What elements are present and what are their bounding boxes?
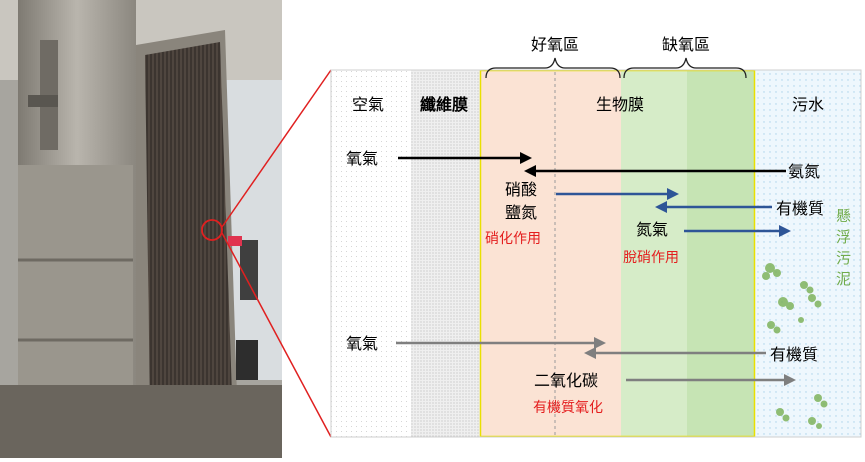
wastewater-zone xyxy=(755,70,861,437)
callout-lines xyxy=(221,69,332,438)
ammonia-label: 氨氮 xyxy=(788,162,820,181)
reactor-photo xyxy=(0,0,282,458)
oxygen-label-top: 氧氣 xyxy=(346,149,378,168)
organic-matter-label-top: 有機質 xyxy=(776,199,824,218)
diagram-labels: 好氧區 缺氧區 空氣 纖維膜 生物膜 污水 氧氣 氨氮 硝酸 鹽氮 有機質 硝化… xyxy=(346,35,852,416)
anoxic-brace xyxy=(623,57,747,79)
wastewater-column-label: 污水 xyxy=(792,95,824,114)
aerobic-brace xyxy=(485,57,621,79)
anoxic-zone-inner xyxy=(621,70,687,437)
aerobic-zone-title: 好氧區 xyxy=(531,35,579,54)
nitrate-label-line2: 鹽氮 xyxy=(505,203,537,222)
fiber-membrane-zone xyxy=(411,70,480,437)
organic-oxidation-label: 有機質氧化 xyxy=(533,400,603,416)
oxygen-label-bottom: 氧氣 xyxy=(346,334,378,353)
zone-braces xyxy=(485,57,747,79)
carbon-dioxide-label: 二氧化碳 xyxy=(534,371,598,390)
biofilm-diagram xyxy=(330,69,862,438)
organic-matter-label-bottom: 有機質 xyxy=(770,345,818,364)
air-column-label: 空氣 xyxy=(352,95,384,114)
nitrogen-gas-label: 氮氣 xyxy=(636,220,668,239)
nitrate-label-line1: 硝酸 xyxy=(505,180,537,199)
fiber-membrane-column-label: 纖維膜 xyxy=(420,95,468,114)
aerobic-zone xyxy=(480,70,621,437)
air-zone xyxy=(331,70,411,437)
suspended-sludge-label: 懸浮污泥 xyxy=(834,208,852,292)
suspended-sludge-icon xyxy=(762,263,828,429)
flux-arrows xyxy=(396,152,796,386)
anoxic-zone-title: 缺氧區 xyxy=(662,35,710,54)
anoxic-zone-outer xyxy=(687,70,755,437)
denitrification-label: 脫硝作用 xyxy=(623,250,679,266)
biofilm-column-label: 生物膜 xyxy=(596,95,644,114)
nitrification-label: 硝化作用 xyxy=(485,231,541,247)
